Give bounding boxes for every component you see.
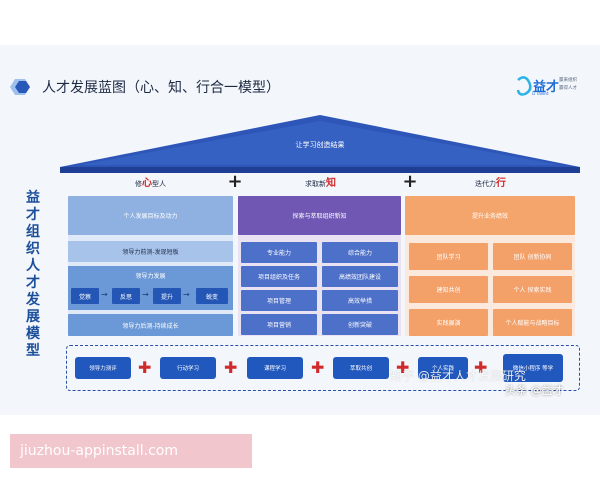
pillar2-cell: 项目组织及任务 [241, 266, 317, 287]
arrow-right-icon: → [183, 290, 190, 299]
column-header-act: 迭代力行 [475, 174, 506, 189]
pillar1-group-title: 领导力发展 [135, 272, 166, 280]
side-title-char: 组 [26, 224, 40, 240]
logo-sub-text-2: 赢得人才 [559, 86, 577, 91]
column-header-prefix: 求取新 [305, 180, 326, 188]
plus-icon: ✚ [224, 358, 238, 377]
column-header-key: 行 [496, 178, 506, 189]
column-header-know: 求取新知 [305, 174, 336, 189]
column-header-key: 知 [326, 178, 336, 189]
side-title-char: 型 [26, 343, 40, 359]
side-title-char: 益 [26, 190, 40, 206]
arrow-right-icon: → [101, 290, 108, 299]
method-button: 微信小程序 等学 [503, 354, 563, 382]
pillar2-cell: 综合能力 [322, 242, 398, 263]
pillar2-head: 探索与萃取组织新知 [238, 196, 401, 235]
pillar2-cell: 创新突破 [322, 314, 398, 335]
toutiao-watermark: 头条 @益才 [505, 384, 564, 397]
pillar3-cell: 团队学习 [409, 243, 488, 270]
hexagon-icon [10, 79, 30, 95]
pillar2-cell: 项目管理 [241, 290, 317, 311]
plus-sign: + [402, 171, 418, 192]
pillar1-row-pretest: 领导力前测-发现短板 [68, 241, 233, 262]
column-header-heart: 修心型人 [135, 174, 166, 189]
pillar3-cell: 建知共创 [409, 276, 488, 303]
method-button: 课程学习 [247, 357, 303, 379]
method-button: 萃取共创 [333, 357, 389, 379]
yicai-logo-icon [516, 76, 532, 96]
plus-icon: ✚ [311, 358, 325, 377]
plus-icon: ✚ [396, 358, 410, 377]
side-vertical-title: 益 才 组 织 人 才 发 展 模 型 [22, 190, 44, 360]
roof-label: 让学习创造结果 [295, 141, 345, 149]
pillar3-cell: 团队 创新协同 [493, 243, 572, 270]
page-title: 人才发展蓝图（心、知、行合一模型） [42, 80, 280, 96]
url-banner [10, 434, 252, 468]
step-box: 提升 [153, 288, 181, 304]
pillar1-head: 个人发展目标及动力 [68, 196, 233, 235]
step-box: 蜕变 [196, 288, 228, 304]
logo-main-text: 益才 [533, 80, 560, 95]
logo-sub-text-1: 赢来组织 [559, 78, 577, 83]
pillar1-row-posttest: 领导力后测-持续成长 [68, 314, 233, 336]
method-row [66, 345, 580, 391]
pillar3-cell: 实践展演 [409, 309, 488, 336]
column-header-key: 心 [142, 178, 152, 189]
arrow-right-icon: → [142, 290, 149, 299]
side-title-char: 才 [26, 207, 40, 223]
plus-sign: + [227, 171, 243, 192]
zhihu-watermark: 知乎 @益才人才发展研究 [390, 369, 526, 383]
pillar3-cell: 个人 探索实践 [493, 276, 572, 303]
side-title-char: 模 [26, 326, 40, 342]
method-button: 个人实践 [418, 357, 468, 379]
column-header-prefix: 修 [135, 180, 142, 188]
method-button: 领导力测评 [75, 357, 131, 379]
side-title-char: 才 [26, 275, 40, 291]
plus-icon: ✚ [474, 358, 488, 377]
side-title-char: 人 [26, 258, 40, 274]
plus-icon: ✚ [138, 358, 152, 377]
roof-shape [60, 115, 580, 173]
pillar3-cell: 个人赋能与战略目标 [493, 309, 572, 336]
step-box: 反思 [112, 288, 140, 304]
pillar2-cell: 项目营销 [241, 314, 317, 335]
pillar2-cell: 高绩效团队建设 [322, 266, 398, 287]
side-title-char: 发 [26, 292, 40, 308]
method-button: 行动学习 [160, 357, 216, 379]
pillar2-cell: 专业能力 [241, 242, 317, 263]
pillar3-head: 提升业务绩效 [405, 196, 575, 235]
step-box: 觉察 [71, 288, 99, 304]
pillar2-cell: 高效举措 [322, 290, 398, 311]
side-title-char: 展 [26, 309, 40, 325]
column-header-suffix: 型人 [152, 180, 166, 188]
logo-en-text: Li Talent [532, 91, 549, 96]
url-banner-text: jiuzhou-appinstall.com [20, 443, 178, 459]
side-title-char: 织 [26, 241, 40, 257]
column-header-prefix: 迭代力 [475, 180, 496, 188]
